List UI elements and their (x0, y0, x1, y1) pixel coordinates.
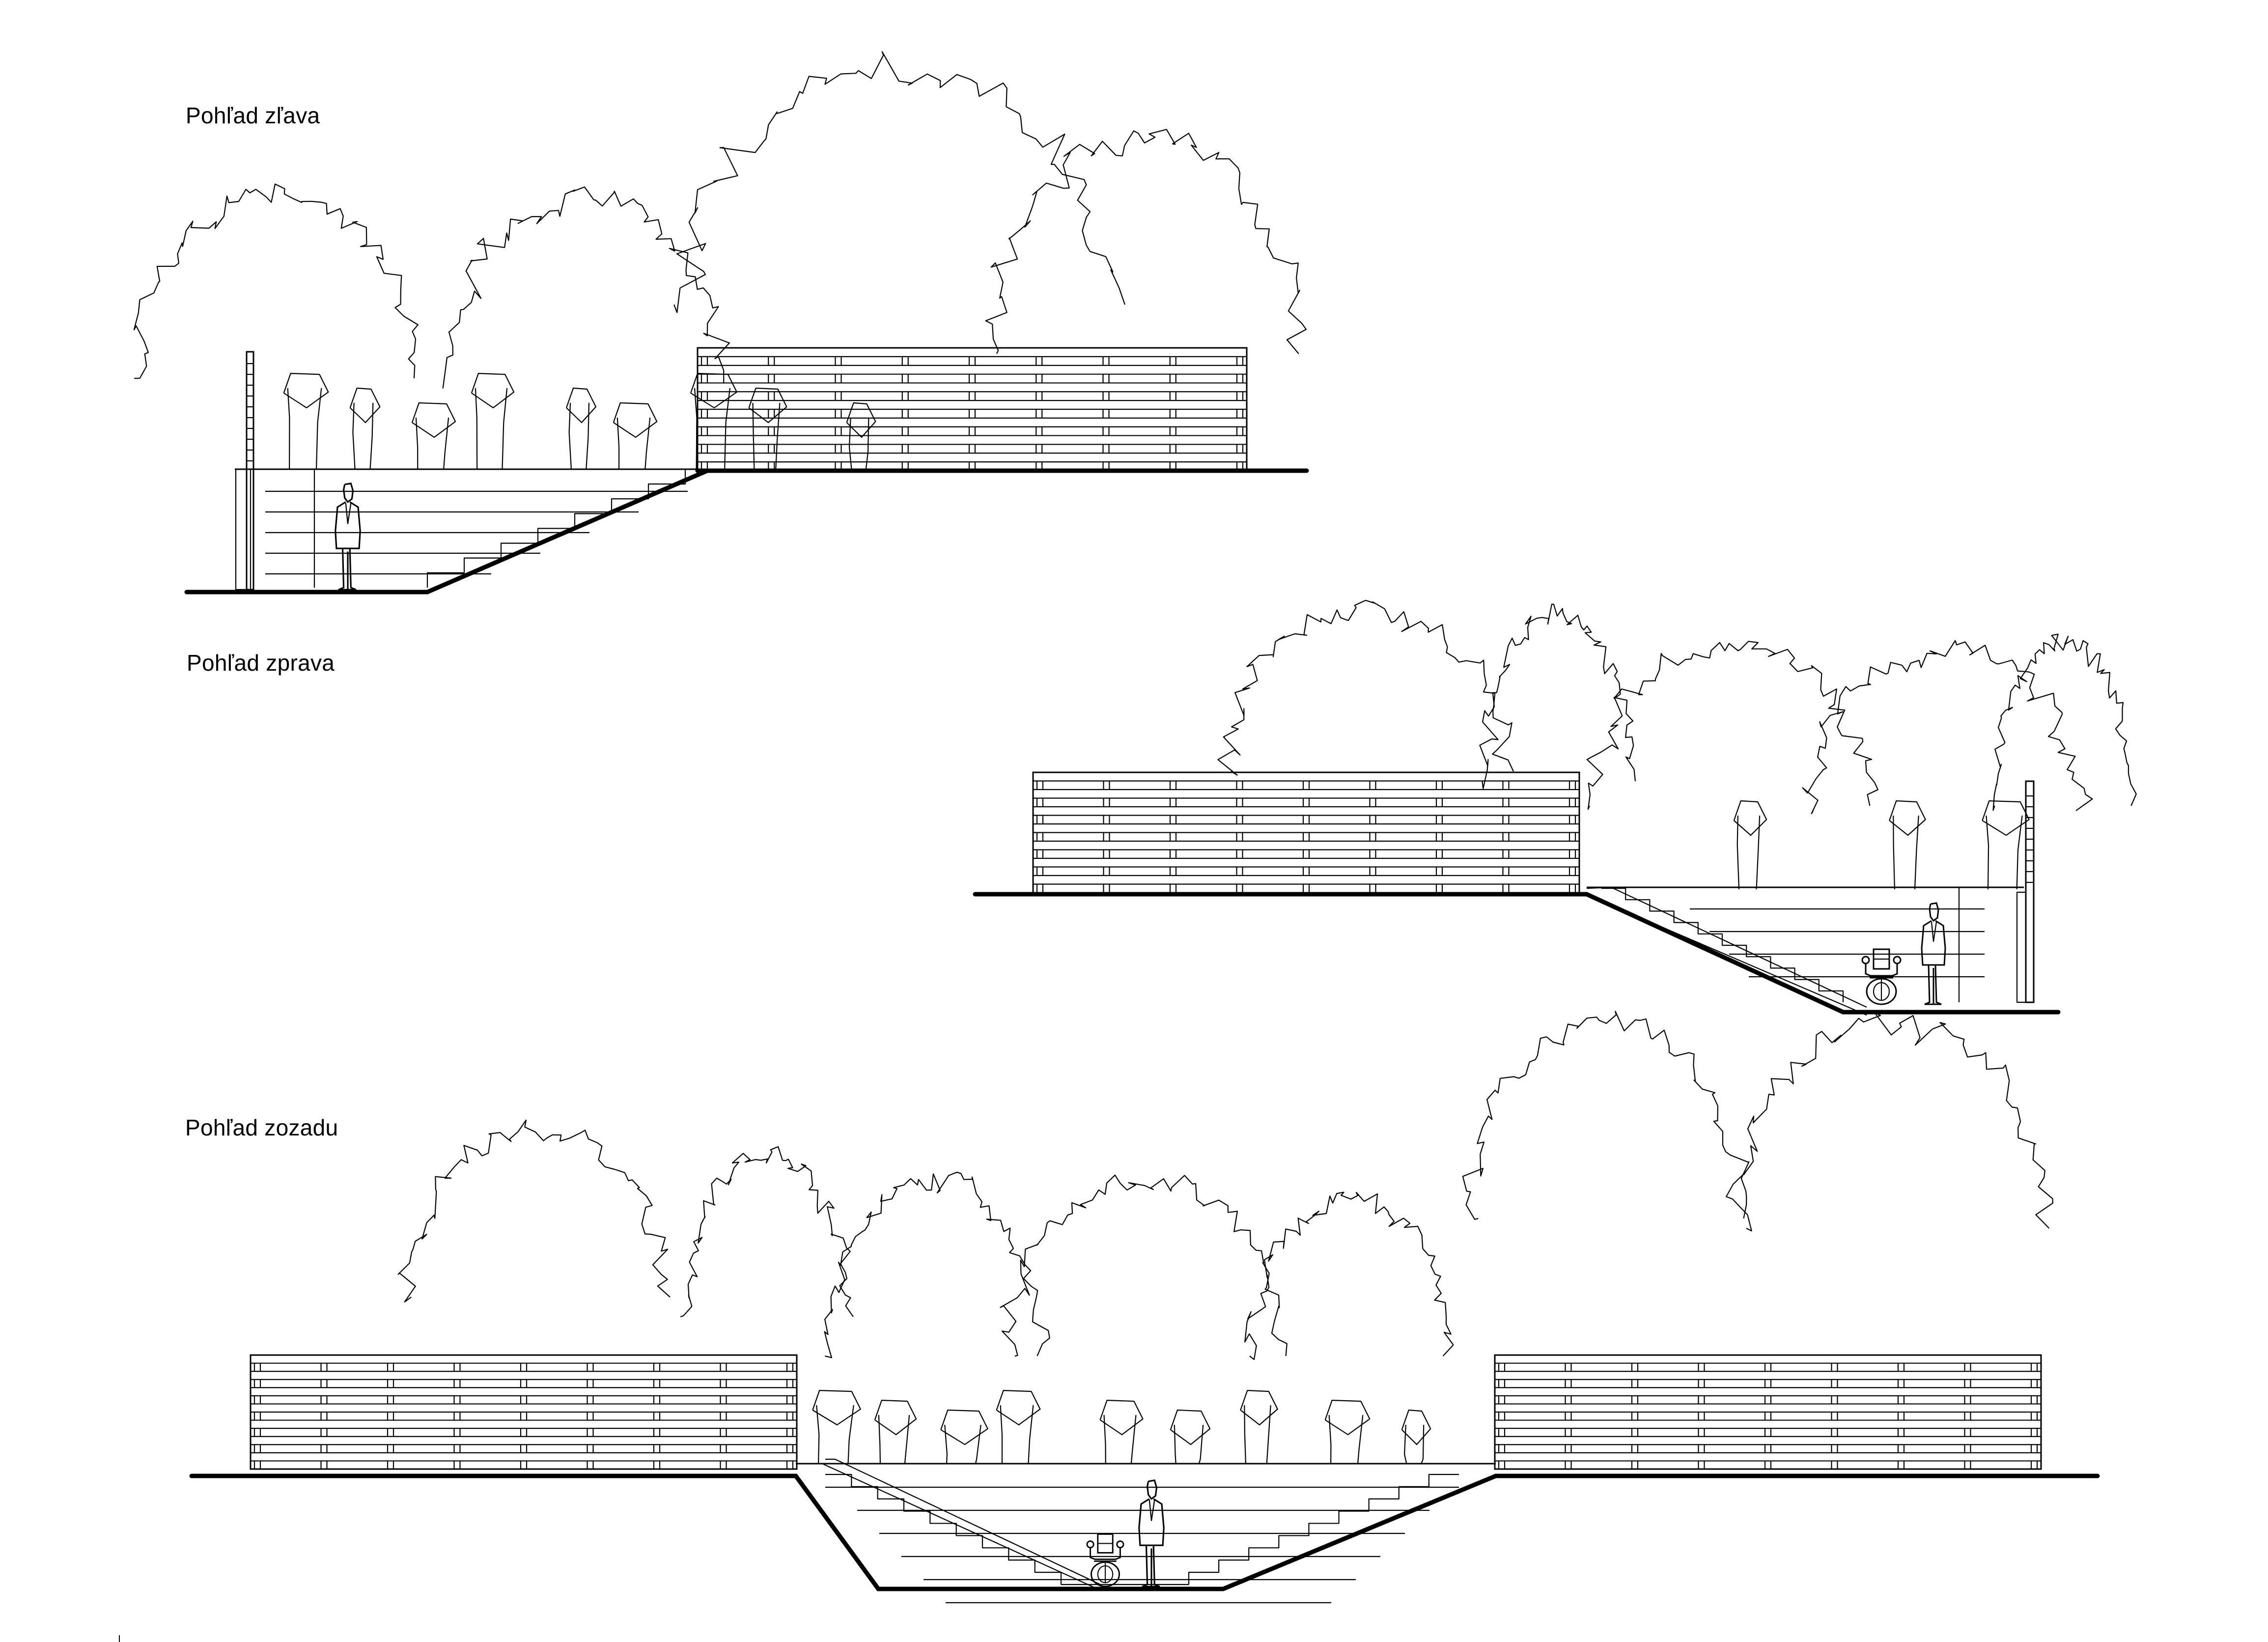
view-right-elevation (973, 599, 2137, 1016)
tree-canopy (1462, 1011, 1750, 1220)
retaining-wall-post (2025, 780, 2035, 1003)
tree-trunk (996, 1389, 1041, 1465)
tree-trunk (283, 372, 329, 470)
stair-steps-right (1188, 1473, 1459, 1585)
tree-trunk (471, 372, 515, 470)
tree-trunk (349, 387, 381, 470)
tree-trunk (1240, 1389, 1278, 1465)
tree-trunk (1324, 1399, 1371, 1465)
view-label-left: Pohľad zľava (186, 103, 320, 128)
tree-canopy (1586, 641, 1878, 810)
ground-profile (1584, 892, 2061, 1015)
slatted-wall (250, 1354, 798, 1470)
standing-person (1138, 1479, 1165, 1587)
tree-trunk (1099, 1399, 1144, 1465)
ramp (825, 1458, 1101, 1585)
tree-trunk (874, 1399, 917, 1465)
standing-person (335, 482, 361, 591)
tree-canopy (1244, 1191, 1454, 1360)
ground-profile (184, 468, 710, 595)
tree-trunk (1401, 1409, 1431, 1465)
view-label-right: Pohľad zprava (187, 650, 335, 676)
view-label-back: Pohľad zozadu (185, 1115, 338, 1140)
tree-canopy (985, 129, 1307, 354)
crop-mark (119, 1635, 120, 1642)
tree-trunk (1889, 800, 1926, 890)
tree-canopy (824, 1171, 1050, 1359)
tree-trunk (411, 402, 456, 470)
stair-steps (1601, 887, 1844, 1002)
retaining-wall (2016, 891, 2027, 1003)
view-left-elevation (133, 51, 1309, 595)
standing-person (1921, 902, 1946, 1005)
tree-canopy (1726, 1012, 2053, 1232)
tree-canopy (1479, 603, 1636, 790)
tree-canopy (397, 1119, 671, 1302)
tree-trunk (1982, 800, 2030, 890)
slatted-wall (1032, 771, 1580, 894)
tree-canopy (680, 1146, 854, 1318)
tree-canopy (1217, 599, 1514, 776)
ramp-edge (823, 1463, 1096, 1589)
ramp (1586, 886, 1867, 1008)
tree-trunk (940, 1409, 988, 1465)
view-back-elevation (189, 1011, 2100, 1604)
tree-trunk (1170, 1409, 1211, 1465)
wall-section (235, 468, 252, 591)
tree-canopy (1000, 1174, 1288, 1357)
tree-canopy (133, 183, 419, 379)
slatted-wall (697, 347, 1248, 472)
tree-trunk (613, 402, 658, 470)
tree-canopy (673, 51, 1126, 313)
tree-canopy (1802, 640, 2093, 815)
tree-trunk (1733, 800, 1767, 890)
ground-profile (189, 1473, 2100, 1591)
tree-canopy (442, 186, 730, 389)
wheelchair (1861, 948, 1902, 1005)
tree-trunk (566, 387, 597, 470)
slatted-wall (1494, 1354, 2042, 1470)
tree-canopy (1992, 633, 2137, 811)
tree-trunk (812, 1389, 861, 1465)
wheelchair (1086, 1533, 1124, 1587)
